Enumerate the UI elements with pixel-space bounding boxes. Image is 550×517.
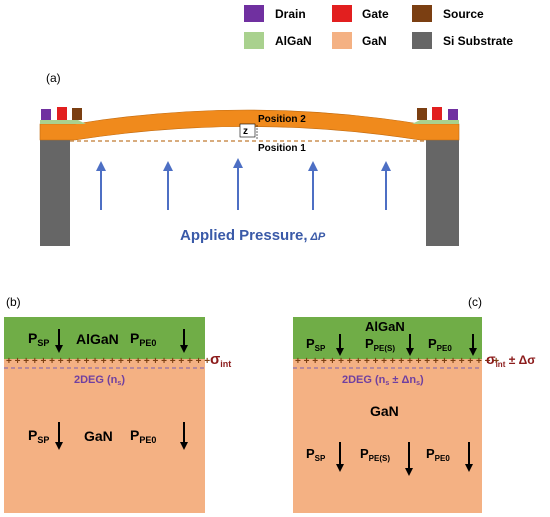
panel-b-gan-psp: PSP — [28, 427, 49, 445]
legend-label-gate: Gate — [362, 7, 389, 21]
panel-a: (a) z Position 2 Position 1 Applied Pres… — [39, 71, 460, 246]
panel-b-algan-text: AlGaN — [76, 331, 119, 347]
left-gate-contact — [57, 107, 67, 120]
legend-label-gan: GaN — [362, 34, 387, 48]
panel-b-2deg: 2DEG (ns) — [74, 374, 125, 387]
panel-c-gan-psp: PSP — [306, 446, 326, 463]
legend-swatch-si — [412, 32, 432, 49]
panel-c-gan-layer — [293, 359, 482, 513]
panel-b-gan-text: GaN — [84, 428, 113, 444]
panel-c-psp: PSP — [306, 336, 326, 353]
panel-c-gan-text: GaN — [370, 403, 399, 419]
legend-swatch-algan — [244, 32, 264, 49]
z-box — [239, 123, 256, 138]
panel-b-sigma: σint — [210, 351, 231, 369]
panel-b-gan-layer — [4, 359, 205, 513]
legend-swatch-source — [412, 5, 432, 22]
panel-c-ppes: PPE(S) — [365, 336, 395, 353]
panel-c-gan-ppe0: PPE0 — [426, 446, 450, 463]
legend-label-source: Source — [443, 7, 484, 21]
membrane-algan-right — [412, 120, 459, 124]
panel-c: (c) AlGaN PSP PPE(S) PPE0 + + + + + + + … — [293, 295, 535, 513]
panel-c-sigma: σint ± Δσ — [486, 351, 535, 369]
right-gate-contact — [432, 107, 442, 120]
panel-c-algan-layer — [293, 317, 482, 359]
panel-c-algan-text: AlGaN — [365, 319, 405, 334]
panel-b-label: (b) — [6, 295, 21, 309]
panel-b-gan-ppe0: PPE0 — [130, 427, 156, 445]
panel-c-label: (c) — [468, 295, 482, 309]
panel-c-2deg: 2DEG (ns ± Δns) — [342, 374, 424, 387]
panel-b-psp: PSP — [28, 330, 49, 348]
membrane-algan-left — [40, 120, 86, 124]
legend-swatch-gan — [332, 32, 352, 49]
panel-c-gan-ppes: PPE(S) — [360, 446, 390, 463]
legend-label-drain: Drain — [275, 7, 306, 21]
panel-b-ppe0: PPE0 — [130, 330, 156, 348]
left-source-contact — [72, 108, 82, 120]
legend-swatch-drain — [244, 5, 264, 22]
legend: Drain Gate Source AlGaN GaN Si Substrate — [244, 5, 513, 49]
legend-label-algan: AlGaN — [275, 34, 312, 48]
panel-a-label: (a) — [46, 71, 61, 85]
z-label: z — [243, 126, 248, 137]
legend-swatch-gate — [332, 5, 352, 22]
right-source-contact — [417, 108, 427, 120]
position1-label: Position 1 — [258, 143, 306, 154]
si-pillar-left — [40, 140, 70, 246]
panel-b: (b) PSP AlGaN PPE0 + + + + + + + + + + +… — [4, 295, 231, 513]
panel-b-plus-row: + + + + + + + + + + + + + + + + + + + + … — [6, 356, 210, 367]
right-drain-contact — [448, 109, 458, 120]
pressure-label: Applied Pressure,ΔP — [180, 227, 326, 244]
panel-c-plus-row: + + + + + + + + + + + + + + + + + + + + … — [295, 356, 499, 367]
left-drain-contact — [41, 109, 51, 120]
position2-label: Position 2 — [258, 114, 306, 125]
panel-b-algan-layer — [4, 317, 205, 359]
legend-label-si: Si Substrate — [443, 34, 513, 48]
panel-c-ppe0: PPE0 — [428, 336, 452, 353]
si-pillar-right — [426, 140, 459, 246]
